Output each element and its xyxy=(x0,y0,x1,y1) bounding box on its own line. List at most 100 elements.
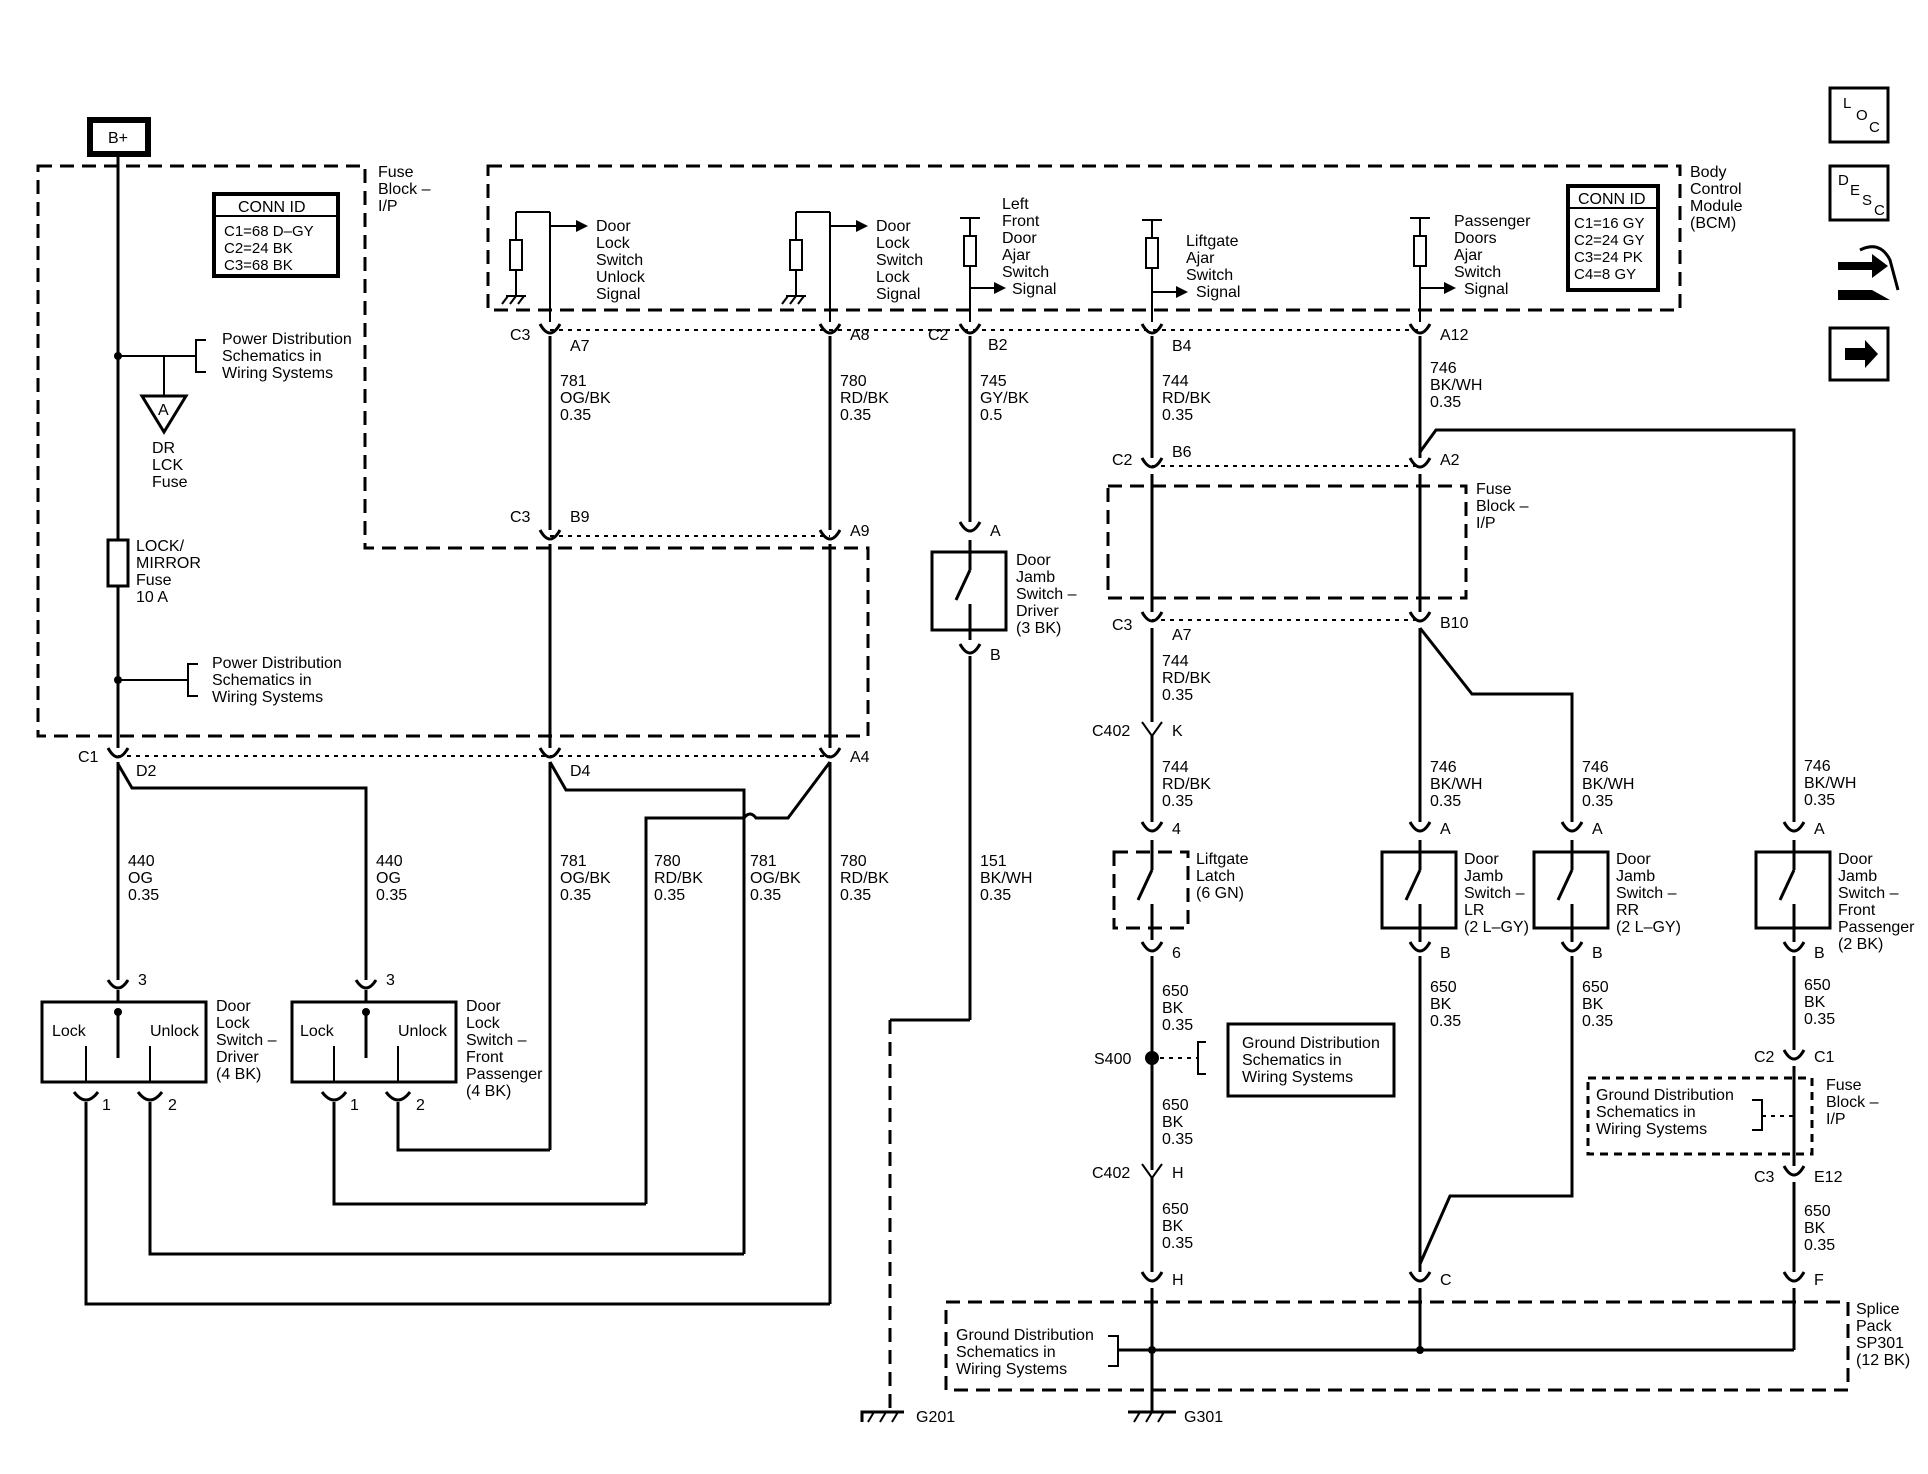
svg-text:Lock: Lock xyxy=(596,235,631,252)
svg-text:Jamb: Jamb xyxy=(1616,868,1655,885)
svg-text:BK: BK xyxy=(1162,1218,1184,1235)
svg-text:C1=68 D–GY: C1=68 D–GY xyxy=(224,223,314,240)
svg-text:10 A: 10 A xyxy=(136,589,168,606)
door-lock-switch-driver: 3 Lock Unlock 1 2 xyxy=(40,972,208,1114)
svg-text:C: C xyxy=(1869,119,1880,136)
battery-b-plus: B+ xyxy=(87,117,151,157)
svg-text:BK: BK xyxy=(1804,1220,1826,1237)
ground-distribution-ref-2: Ground Distribution Schematics in Wiring… xyxy=(1596,1087,1734,1138)
svg-text:Signal: Signal xyxy=(1012,281,1056,298)
svg-text:Signal: Signal xyxy=(1464,281,1508,298)
svg-text:Schematics in: Schematics in xyxy=(956,1344,1056,1361)
svg-text:Splice: Splice xyxy=(1856,1301,1900,1318)
svg-text:781: 781 xyxy=(560,853,587,870)
nav-icon-loc[interactable]: L O C xyxy=(1828,86,1890,144)
svg-text:Doors: Doors xyxy=(1454,230,1497,247)
svg-text:0.35: 0.35 xyxy=(560,407,591,424)
svg-text:O: O xyxy=(1856,107,1868,124)
svg-text:Switch –: Switch – xyxy=(216,1032,277,1049)
svg-text:S400: S400 xyxy=(1094,1051,1131,1068)
nav-icon-desc[interactable]: D E S C xyxy=(1828,164,1890,222)
door-jamb-switch-lr: A B xyxy=(1380,821,1458,962)
svg-text:C1: C1 xyxy=(1814,1049,1835,1066)
svg-text:CONN ID: CONN ID xyxy=(238,199,306,216)
svg-text:C3=24 PK: C3=24 PK xyxy=(1574,249,1643,266)
svg-text:0.35: 0.35 xyxy=(1582,1013,1613,1030)
svg-text:Wiring Systems: Wiring Systems xyxy=(222,365,333,382)
svg-text:RD/BK: RD/BK xyxy=(654,870,703,887)
svg-text:Latch: Latch xyxy=(1196,868,1235,885)
svg-text:Door: Door xyxy=(1464,851,1499,868)
svg-text:Front: Front xyxy=(1838,902,1876,919)
svg-text:B: B xyxy=(1592,945,1603,962)
arrow-right-icon[interactable] xyxy=(1828,326,1890,382)
svg-text:Passenger: Passenger xyxy=(1838,919,1915,936)
svg-text:650: 650 xyxy=(1804,1203,1831,1220)
svg-text:Schematics in: Schematics in xyxy=(1596,1104,1696,1121)
door-jamb-switch-driver: A B xyxy=(930,521,1008,664)
svg-text:Passenger: Passenger xyxy=(466,1066,543,1083)
svg-text:B: B xyxy=(1814,945,1825,962)
door-lock-switch-driver-label: Door Lock Switch – Driver (4 BK) xyxy=(216,998,277,1083)
svg-text:Door: Door xyxy=(1838,851,1873,868)
wire-745-label: 745 GY/BK 0.5 xyxy=(980,373,1029,424)
svg-text:I/P: I/P xyxy=(1476,515,1496,532)
fuse-block-ip-boundary xyxy=(36,164,870,738)
bcm-lock-circuit: Door Lock Switch Lock Signal xyxy=(781,211,923,322)
svg-text:BK: BK xyxy=(1162,1114,1184,1131)
bcm-label: Body Control Module (BCM) xyxy=(1690,164,1743,232)
svg-text:0.35: 0.35 xyxy=(1582,793,1613,810)
svg-text:B: B xyxy=(990,647,1001,664)
svg-text:780: 780 xyxy=(840,853,867,870)
svg-text:Wiring Systems: Wiring Systems xyxy=(956,1361,1067,1378)
svg-text:0.35: 0.35 xyxy=(1162,687,1193,704)
svg-text:Wiring Systems: Wiring Systems xyxy=(1596,1121,1707,1138)
svg-text:746: 746 xyxy=(1804,758,1831,775)
svg-text:650: 650 xyxy=(1804,977,1831,994)
svg-text:0.5: 0.5 xyxy=(980,407,1002,424)
wire-746-label-1: 746 BK/WH 0.35 xyxy=(1430,360,1482,411)
svg-text:Ground Distribution: Ground Distribution xyxy=(1242,1035,1380,1052)
svg-text:0.35: 0.35 xyxy=(1162,1131,1193,1148)
svg-text:745: 745 xyxy=(980,373,1007,390)
svg-text:OG/BK: OG/BK xyxy=(560,870,611,887)
svg-text:A12: A12 xyxy=(1440,327,1469,344)
svg-text:A7: A7 xyxy=(570,338,590,355)
wire-746-label-lr: 746 BK/WH 0.35 xyxy=(1430,759,1482,810)
svg-text:Block –: Block – xyxy=(1476,498,1529,515)
bcm-liftgate-ajar-circuit: Liftgate Ajar Switch Signal xyxy=(1142,219,1240,322)
svg-text:MIRROR: MIRROR xyxy=(136,555,201,572)
svg-text:(2 L–GY): (2 L–GY) xyxy=(1464,919,1529,936)
wire-744-label-2: 744 RD/BK 0.35 xyxy=(1162,653,1211,704)
svg-text:C3=68 BK: C3=68 BK xyxy=(224,257,293,274)
svg-text:BK/WH: BK/WH xyxy=(1430,377,1482,394)
lock-mirror-fuse-label: LOCK/ MIRROR Fuse 10 A xyxy=(136,538,201,606)
svg-text:C2: C2 xyxy=(928,327,949,344)
svg-text:C402: C402 xyxy=(1092,723,1130,740)
svg-text:Door: Door xyxy=(216,998,251,1015)
svg-text:Front: Front xyxy=(466,1049,504,1066)
svg-text:2: 2 xyxy=(416,1097,425,1114)
svg-text:Switch –: Switch – xyxy=(1016,586,1077,603)
svg-text:3: 3 xyxy=(138,972,147,989)
svg-text:RD/BK: RD/BK xyxy=(1162,390,1211,407)
svg-text:BK/WH: BK/WH xyxy=(1582,776,1634,793)
svg-text:Switch –: Switch – xyxy=(1616,885,1677,902)
wire-744-label-3: 744 RD/BK 0.35 xyxy=(1162,759,1211,810)
svg-text:Block –: Block – xyxy=(1826,1094,1879,1111)
svg-text:RD/BK: RD/BK xyxy=(1162,776,1211,793)
svg-text:OG/BK: OG/BK xyxy=(560,390,611,407)
svg-text:GY/BK: GY/BK xyxy=(980,390,1029,407)
svg-text:1: 1 xyxy=(350,1097,359,1114)
svg-text:Switch: Switch xyxy=(876,252,923,269)
tools-icon[interactable] xyxy=(1838,245,1900,300)
svg-text:LR: LR xyxy=(1464,902,1484,919)
svg-text:0.35: 0.35 xyxy=(128,887,159,904)
wire-746-label-fp: 746 BK/WH 0.35 xyxy=(1804,758,1856,809)
svg-text:C: C xyxy=(1874,202,1885,219)
svg-text:D: D xyxy=(1838,172,1849,189)
svg-text:C: C xyxy=(1440,1272,1452,1289)
svg-text:780: 780 xyxy=(840,373,867,390)
svg-text:744: 744 xyxy=(1162,373,1189,390)
svg-text:0.35: 0.35 xyxy=(654,887,685,904)
